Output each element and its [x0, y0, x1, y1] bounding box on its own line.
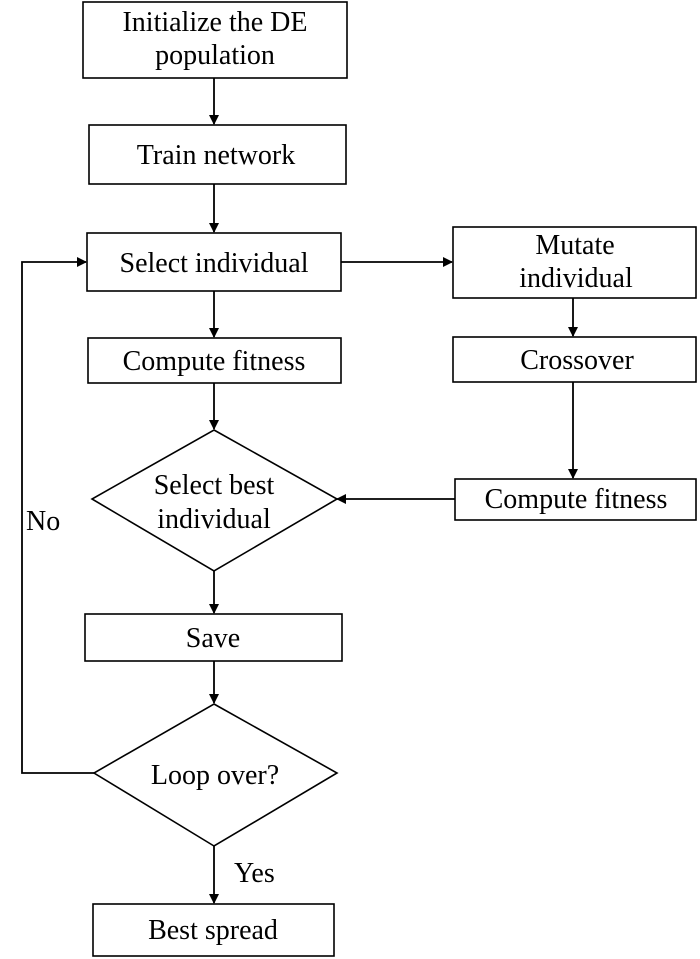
node-compute-fitness-left: Compute fitness [87, 337, 342, 384]
node-compute-fitness-right-label: Compute fitness [485, 484, 668, 515]
node-select-best-line1: Select best [154, 470, 275, 501]
node-compute-fitness-right: Compute fitness [454, 478, 697, 521]
node-compute-fitness-left-label: Compute fitness [123, 346, 306, 377]
node-mutate-individual: Mutate individual [452, 226, 697, 299]
node-select-best-individual: Select best individual [90, 429, 339, 572]
node-mutate-line1: Mutate [535, 230, 614, 261]
node-select-individual: Select individual [86, 232, 342, 292]
edge-label-yes: Yes [234, 858, 275, 889]
edge-label-no: No [26, 506, 60, 537]
node-select-individual-label: Select individual [120, 248, 309, 279]
node-initialize-line1: Initialize the DE [122, 7, 307, 38]
node-best-spread: Best spread [92, 903, 335, 957]
node-crossover: Crossover [452, 336, 697, 383]
arrow-loop-no-back-to-select [21, 257, 94, 774]
node-train-network-label: Train network [137, 140, 295, 171]
node-loop-over: Loop over? [92, 703, 339, 847]
node-initialize-line2: population [155, 40, 275, 71]
node-train-network: Train network [88, 124, 347, 185]
node-best-spread-label: Best spread [148, 915, 278, 946]
node-initialize-population: Initialize the DE population [82, 1, 348, 79]
node-save: Save [84, 613, 343, 662]
node-crossover-label: Crossover [520, 345, 634, 376]
node-mutate-line2: individual [519, 263, 633, 294]
connectors [21, 78, 578, 904]
node-loop-over-label: Loop over? [151, 760, 279, 791]
node-select-best-line2: individual [157, 504, 271, 535]
node-save-label: Save [186, 623, 240, 654]
